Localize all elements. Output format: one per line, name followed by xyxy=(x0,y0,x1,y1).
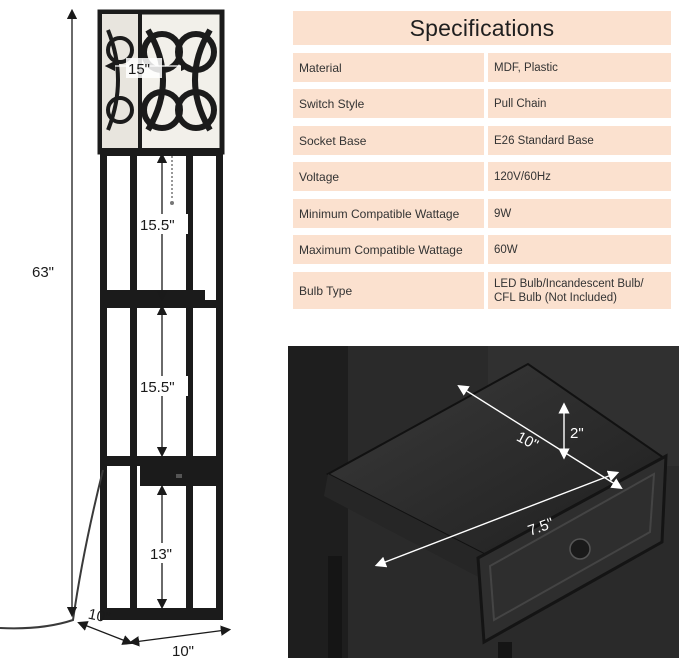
drawer-illustration: 10" 2" 7.5" xyxy=(288,346,679,658)
spec-value: 9W xyxy=(488,199,671,228)
bottom-gap-label: 13" xyxy=(150,546,172,563)
spec-value: 120V/60Hz xyxy=(488,162,671,191)
drawer-closeup-photo: 10" 2" 7.5" xyxy=(288,346,679,658)
spec-value: Pull Chain xyxy=(488,89,671,118)
spec-row-voltage: Voltage 120V/60Hz xyxy=(293,162,671,191)
spec-value: LED Bulb/Incandescent Bulb/ CFL Bulb (No… xyxy=(488,272,671,309)
spec-row-switch-style: Switch Style Pull Chain xyxy=(293,89,671,118)
spec-value: 60W xyxy=(488,235,671,264)
spec-label: Socket Base xyxy=(293,126,484,155)
spec-row-max-wattage: Maximum Compatible Wattage 60W xyxy=(293,235,671,264)
spec-label: Voltage xyxy=(293,162,484,191)
height-dimension-label: 63" xyxy=(32,264,54,281)
spec-label: Material xyxy=(293,53,484,82)
spec-label: Maximum Compatible Wattage xyxy=(293,235,484,264)
shelf-gap-1-label: 15.5" xyxy=(140,217,175,234)
spec-label: Switch Style xyxy=(293,89,484,118)
spec-row-material: Material MDF, Plastic xyxy=(293,53,671,82)
drawer-depth-line xyxy=(374,470,620,568)
spec-row-min-wattage: Minimum Compatible Wattage 9W xyxy=(293,199,671,228)
spec-value: E26 Standard Base xyxy=(488,126,671,155)
shelf-gap-2-label: 15.5" xyxy=(140,379,175,396)
spec-value: MDF, Plastic xyxy=(488,53,671,82)
depth-dimension-label: 10" xyxy=(87,606,112,627)
spec-row-bulb-type: Bulb Type LED Bulb/Incandescent Bulb/ CF… xyxy=(293,272,671,309)
drawer-knob xyxy=(569,538,591,560)
width-dimension-label: 10" xyxy=(172,643,194,658)
spec-row-socket-base: Socket Base E26 Standard Base xyxy=(293,126,671,155)
lamp-frame xyxy=(100,148,223,620)
width-dimension-line xyxy=(128,625,232,647)
shade-dimension-label: 15" xyxy=(128,61,150,78)
spec-value-line: LED Bulb/Incandescent Bulb/ xyxy=(494,277,644,290)
drawer-height-label: 2" xyxy=(570,425,584,442)
floor-lamp-illustration: 15" 63" 15.5" 15.5" 13" 10" 10" xyxy=(0,8,232,658)
spec-label: Minimum Compatible Wattage xyxy=(293,199,484,228)
spec-label: Bulb Type xyxy=(293,272,484,309)
spec-value-line: CFL Bulb (Not Included) xyxy=(494,291,617,304)
drawer-width-line xyxy=(457,385,623,489)
depth-dimension-line xyxy=(77,621,133,645)
specifications-title: Specifications xyxy=(293,11,671,45)
